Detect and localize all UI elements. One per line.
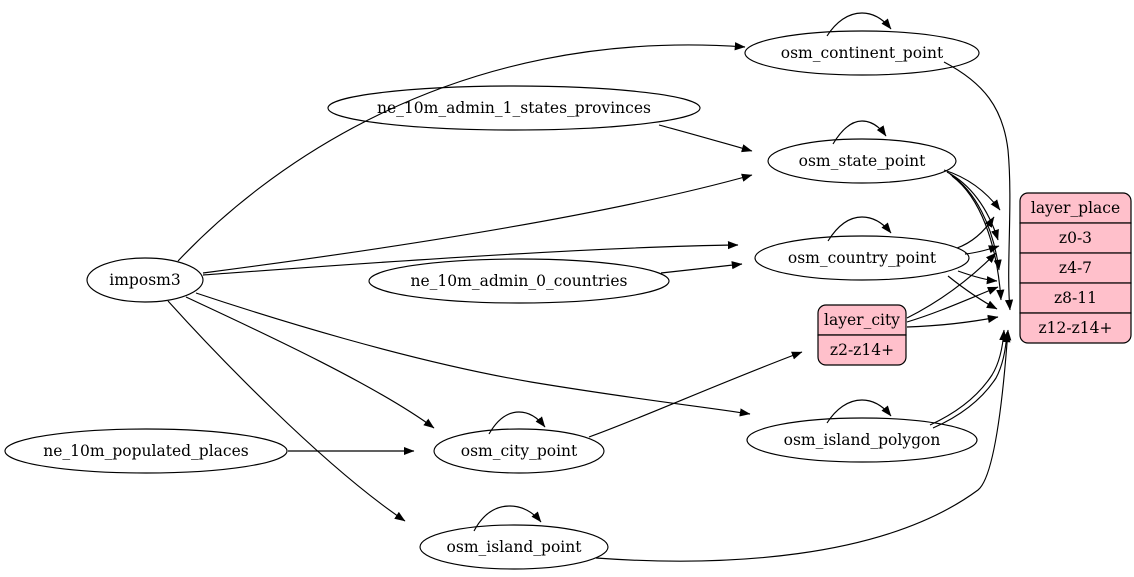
node-imposm3[interactable]: imposm3 xyxy=(86,257,204,303)
edge-self-osm_country_point xyxy=(827,216,892,242)
edge-imposm3-to-osm_island_point xyxy=(167,300,406,522)
edge-osm_state_point-to-layer_place-z0 xyxy=(943,169,1001,211)
node-ne_10m_admin_1_states_provinces[interactable]: ne_10m_admin_1_states_provinces xyxy=(327,85,701,131)
node-ne_admin1-label: ne_10m_admin_1_states_provinces xyxy=(377,99,651,117)
layer_city-row-z2-z14plus[interactable]: z2-z14+ xyxy=(830,341,894,359)
edge-imposm3-to-osm_city_point xyxy=(185,296,435,429)
edge-imposm3-to-osm_country_point xyxy=(202,241,739,276)
node-layer_place[interactable]: layer_place z0-3 z4-7 z8-11 z12-z14+ xyxy=(1019,192,1132,344)
node-osm_island_point-label: osm_island_point xyxy=(447,538,583,556)
node-osm_city_point[interactable]: osm_city_point xyxy=(433,428,605,474)
node-osm_state_point-label: osm_state_point xyxy=(799,152,927,170)
edge-self-osm_state_point xyxy=(832,120,887,145)
node-osm_continent_point[interactable]: osm_continent_point xyxy=(744,30,980,76)
edge-osm_state_point-to-layer_place-z4 xyxy=(946,171,999,241)
edge-layer_city-to-layer_place-z12 xyxy=(906,314,999,328)
layer_place-row-z4-7[interactable]: z4-7 xyxy=(1059,259,1092,277)
node-imposm3-label: imposm3 xyxy=(109,271,180,289)
node-osm_island_polygon-label: osm_island_polygon xyxy=(784,431,941,449)
edge-osm_continent_point-to-layer_place-z12 xyxy=(943,61,1014,311)
edge-imposm3-to-osm_island_polygon xyxy=(195,292,751,417)
layer_city-title: layer_city xyxy=(824,311,900,329)
edge-osm_country_point-to-layer_place-z8 xyxy=(957,270,998,285)
edge-self-osm_city_point xyxy=(488,411,546,435)
edge-ne_admin0-to-osm_country_point xyxy=(660,261,743,274)
layer_place-row-z12-z14plus[interactable]: z12-z14+ xyxy=(1038,319,1112,337)
node-layer_city[interactable]: layer_city z2-z14+ xyxy=(817,304,907,366)
nodes-layer: imposm3 ne_10m_admin_1_states_provinces … xyxy=(4,30,1132,570)
edge-osm_state_point-to-layer_place-z12 xyxy=(951,175,1005,301)
edge-osm_country_point-to-layer_place-z0 xyxy=(956,216,995,249)
edge-osm_island_polygon-to-layer_place-z12b xyxy=(932,331,1011,429)
node-osm_city_point-label: osm_city_point xyxy=(461,442,578,460)
edge-self-osm_island_point xyxy=(473,505,542,532)
node-osm_continent_point-label: osm_continent_point xyxy=(781,44,944,62)
node-osm_island_polygon[interactable]: osm_island_polygon xyxy=(746,417,978,463)
node-osm_country_point-label: osm_country_point xyxy=(788,249,937,267)
edge-osm_city_point-to-layer_city xyxy=(588,351,803,438)
edge-layer_city-to-layer_place-z8 xyxy=(906,286,999,323)
edge-layer_city-to-layer_place-z4 xyxy=(906,252,997,319)
edge-self-osm_island_polygon xyxy=(826,399,892,424)
layer_place-title: layer_place xyxy=(1031,199,1120,217)
edges-layer xyxy=(167,12,1014,562)
node-ne_10m_admin_0_countries[interactable]: ne_10m_admin_0_countries xyxy=(368,258,670,304)
layer_place-row-z8-11[interactable]: z8-11 xyxy=(1054,289,1097,307)
node-ne_admin0-label: ne_10m_admin_0_countries xyxy=(411,272,628,290)
layer_place-row-z0-3[interactable]: z0-3 xyxy=(1059,229,1092,247)
edge-osm_island_point-to-layer_place-z12 xyxy=(595,329,1012,562)
edge-imposm3-to-osm_state_point xyxy=(202,173,753,274)
node-osm_island_point[interactable]: osm_island_point xyxy=(419,524,609,570)
node-ne_10m_populated_places[interactable]: ne_10m_populated_places xyxy=(4,428,288,474)
edge-osm_island_polygon-to-layer_place-z12a xyxy=(929,329,1008,426)
edge-imposm3-to-osm_continent_point xyxy=(177,42,746,262)
edge-self-osm_continent_point xyxy=(826,12,892,37)
node-osm_country_point[interactable]: osm_country_point xyxy=(754,235,970,281)
edge-osm_country_point-to-layer_place-z12 xyxy=(947,275,998,310)
node-ne_populated-label: ne_10m_populated_places xyxy=(43,442,248,460)
node-osm_state_point[interactable]: osm_state_point xyxy=(767,138,957,184)
edge-ne_admin1-to-osm_state_point xyxy=(658,124,753,153)
